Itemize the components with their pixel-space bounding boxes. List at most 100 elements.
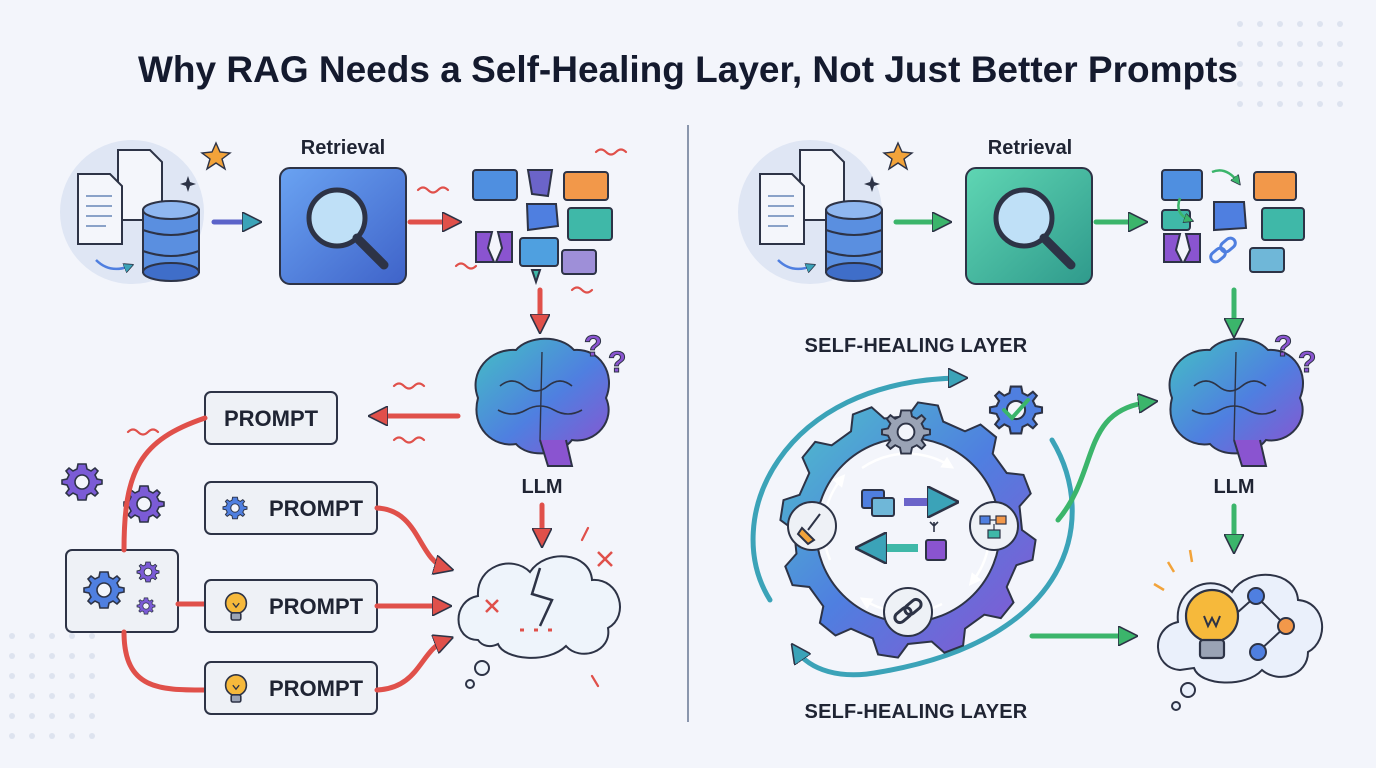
llm-label-right: LLM <box>1213 476 1254 498</box>
decor-dot <box>1337 81 1343 87</box>
decor-dot <box>9 713 15 719</box>
flowchart-node <box>969 501 1019 551</box>
prompt-box-3[interactable]: PROMPT <box>204 579 378 633</box>
decor-dot <box>89 673 95 679</box>
decor-dot <box>69 713 75 719</box>
decor-dot <box>9 673 15 679</box>
decor-dot <box>1337 21 1343 27</box>
document-icon <box>77 149 163 245</box>
svg-text:PROMPT: PROMPT <box>269 676 364 701</box>
decor-dot <box>1257 61 1263 67</box>
magnifier-icon <box>993 187 1076 270</box>
gear-icon <box>61 463 103 501</box>
document-icon <box>759 149 845 245</box>
broken-cloud-icon <box>457 526 621 689</box>
decor-dot <box>1257 41 1263 47</box>
retrieval-box-left[interactable] <box>279 167 407 285</box>
question-mark-icon: ? <box>1274 330 1292 363</box>
question-mark-icon: ? <box>608 346 626 379</box>
dot-pattern-bottom-left <box>9 633 95 739</box>
decor-dot <box>1237 61 1243 67</box>
decor-dot <box>9 693 15 699</box>
dot-pattern-top-right <box>1237 21 1343 107</box>
link-node <box>883 587 933 637</box>
decor-dot <box>29 653 35 659</box>
decor-dot <box>1337 41 1343 47</box>
gear-icon <box>136 561 160 583</box>
decor-dot <box>1257 101 1263 107</box>
data-source-cluster-right <box>738 140 914 284</box>
decor-dot <box>89 633 95 639</box>
broom-icon <box>796 513 821 546</box>
left-panel: Retrieval <box>60 137 628 715</box>
prompt-box-1[interactable]: PROMPT <box>204 391 338 445</box>
decor-dot <box>1317 61 1323 67</box>
decor-dot <box>1277 81 1283 87</box>
decor-dot <box>9 733 15 739</box>
decor-dot <box>1297 21 1303 27</box>
decor-dot <box>1297 61 1303 67</box>
brain-icon <box>1168 337 1305 467</box>
decor-dot <box>69 693 75 699</box>
decor-dot <box>1277 101 1283 107</box>
decor-dot <box>89 733 95 739</box>
link-icon <box>1209 236 1237 264</box>
flowchart-icon <box>979 515 1007 539</box>
question-mark-icon: ? <box>1298 346 1316 379</box>
prompt-box-2[interactable]: PROMPT <box>204 481 378 535</box>
decor-dot <box>1337 101 1343 107</box>
decor-dot <box>1257 21 1263 27</box>
decor-dot <box>1317 41 1323 47</box>
decor-dot <box>1277 61 1283 67</box>
gear-node-top <box>881 409 931 455</box>
self-healing-layer-label-top: SELF-HEALING LAYER <box>805 335 1028 357</box>
gear-icon <box>136 597 156 615</box>
decor-dot <box>69 653 75 659</box>
decor-dot <box>29 733 35 739</box>
decor-dot <box>89 713 95 719</box>
retrieval-label-left: Retrieval <box>301 137 386 159</box>
organized-chunks-right <box>1161 169 1305 273</box>
svg-text:PROMPT: PROMPT <box>269 496 364 521</box>
check-gear-icon <box>988 385 1044 435</box>
decor-dot <box>29 673 35 679</box>
page-title: Why RAG Needs a Self-Healing Layer, Not … <box>138 49 1238 90</box>
retrieval-box-right[interactable] <box>965 167 1093 285</box>
decor-dot <box>1237 41 1243 47</box>
decor-dot <box>49 673 55 679</box>
self-healing-layer-label-bottom: SELF-HEALING LAYER <box>805 701 1028 723</box>
self-healing-gear-ring <box>779 401 1037 659</box>
database-icon <box>825 200 883 282</box>
insight-cloud-icon <box>1153 549 1324 711</box>
svg-text:PROMPT: PROMPT <box>224 406 319 431</box>
star-icon <box>200 141 232 171</box>
decor-dot <box>9 633 15 639</box>
svg-text:PROMPT: PROMPT <box>269 594 364 619</box>
decor-dot <box>29 713 35 719</box>
gear-cluster-box <box>65 549 179 633</box>
decor-dot <box>49 733 55 739</box>
decor-dot <box>69 673 75 679</box>
decor-dot <box>1317 81 1323 87</box>
gear-icon <box>83 571 125 609</box>
decor-dot <box>9 653 15 659</box>
link-icon <box>893 597 923 625</box>
decor-dot <box>1237 81 1243 87</box>
decor-dot <box>1317 21 1323 27</box>
decor-dot <box>1317 101 1323 107</box>
llm-label-left: LLM <box>521 476 562 498</box>
sparkle-icon <box>864 176 880 192</box>
magnifier-icon <box>306 187 389 270</box>
decor-dot <box>69 733 75 739</box>
star-icon <box>882 141 914 171</box>
decor-dot <box>1337 61 1343 67</box>
decor-dot <box>49 713 55 719</box>
decor-dot <box>1297 81 1303 87</box>
fragmented-chunks-left <box>454 148 628 294</box>
prompt-box-4[interactable]: PROMPT <box>204 661 378 715</box>
decor-dot <box>1277 21 1283 27</box>
decor-dot <box>49 653 55 659</box>
decor-dot <box>29 693 35 699</box>
decor-dot <box>49 633 55 639</box>
